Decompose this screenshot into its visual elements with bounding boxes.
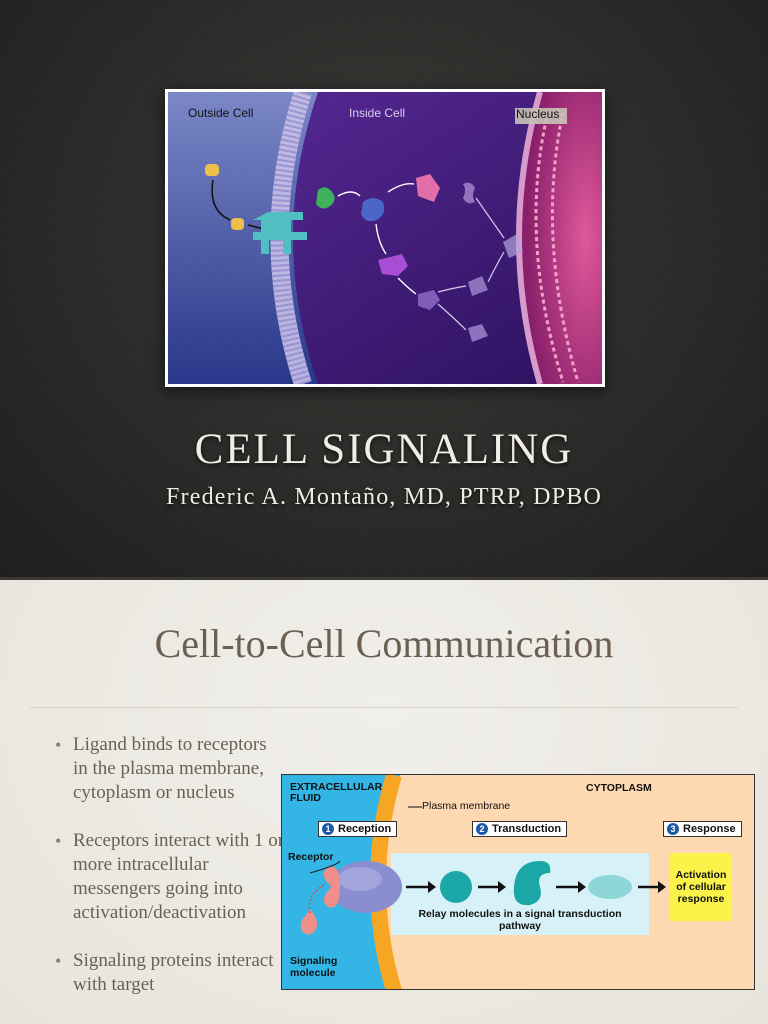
bullet-item: Ligand binds to receptors in the plasma … [55,733,285,805]
bullet-item: Receptors interact with 1 or more intrac… [55,829,285,925]
receptor-label: Receptor [288,851,334,863]
inside-cell-label: Inside Cell [349,106,406,120]
signal-transduction-diagram: EXTRACELLULAR FLUID CYTOPLASM Plasma mem… [281,774,755,990]
diagram-svg [282,775,754,989]
signaling-molecule-label: Signaling molecule [290,955,338,979]
cellular-response-box: Activation of cellular response [670,853,732,921]
cytoplasm-label: CYTOPLASM [586,782,652,794]
bullet-list: Ligand binds to receptors in the plasma … [55,733,285,1021]
author-line: Frederic A. Montaño, MD, PTRP, DPBO [165,484,603,510]
nucleus-label: Nucleus [516,107,560,121]
title-slide: Outside Cell Inside Cell Nucleus CELL SI… [0,0,768,577]
step-label: Transduction [492,823,562,835]
cell-illustration-svg [168,92,602,384]
relay-molecules-label: Relay molecules in a signal transduction… [418,908,622,932]
step-transduction: 2 Transduction [472,821,568,838]
plasma-membrane-label: Plasma membrane [422,800,511,812]
extracellular-fluid-label: EXTRACELLULAR FLUID [290,781,383,804]
step-number-badge: 2 [476,823,488,836]
bullet-item: Signaling proteins interact with target [55,949,285,997]
step-label: Response [683,823,736,835]
slide-heading: Cell-to-Cell Communication [154,621,614,666]
step-response: 3 Response [663,821,742,838]
step-label: Reception [338,823,392,835]
heading-divider [30,707,738,708]
step-number-badge: 1 [322,823,334,836]
step-reception: 1 Reception [318,821,398,838]
step-number-badge: 3 [667,823,679,836]
slide-title: CELL SIGNALING [194,426,574,473]
cell-signaling-illustration: Outside Cell Inside Cell Nucleus [165,89,605,387]
outside-cell-label: Outside Cell [188,106,254,120]
content-slide: Cell-to-Cell Communication Ligand binds … [0,577,768,1024]
